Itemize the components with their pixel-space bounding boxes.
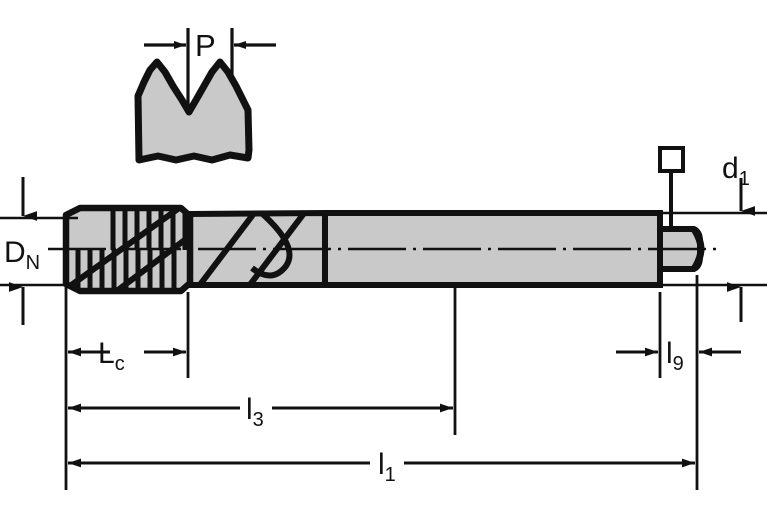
thread-profile-shape <box>134 58 253 164</box>
dimension-l3: l3 <box>68 285 457 435</box>
dimension-DN: DN <box>0 177 78 325</box>
d1-label-main: d <box>722 152 739 185</box>
DN-label-main: D <box>4 236 26 269</box>
l1-label-main: l <box>378 448 385 481</box>
dimension-l1: l1 <box>68 448 695 486</box>
l3-label-subscript: 3 <box>253 409 264 431</box>
Lc-label: Lc <box>98 337 125 375</box>
square-icon <box>658 146 685 173</box>
tool-chamfer-hatching <box>68 209 188 290</box>
dimension-d1: d1 <box>660 152 767 322</box>
d1-label: d1 <box>722 152 750 190</box>
dimension-l9: l9 <box>616 275 741 490</box>
l9-label-subscript: 9 <box>673 353 684 375</box>
square-drive-symbol <box>658 146 685 232</box>
d1-label-subscript: 1 <box>739 168 750 190</box>
DN-label-subscript: N <box>26 252 40 274</box>
l3-label-main: l <box>246 393 253 426</box>
dimension-Lc: Lc <box>64 285 190 490</box>
l3-label: l3 <box>246 393 264 431</box>
l9-label: l9 <box>666 337 684 375</box>
tool-main-view <box>48 204 720 295</box>
thread-profile-detail-view: P <box>134 28 276 164</box>
l9-label-main: l <box>666 337 673 370</box>
pitch-label: P <box>195 28 216 63</box>
l1-label: l1 <box>378 448 396 486</box>
Lc-label-subscript: c <box>115 353 125 375</box>
DN-label: DN <box>4 236 40 274</box>
l1-label-subscript: 1 <box>385 464 396 486</box>
Lc-label-main: L <box>98 337 115 370</box>
